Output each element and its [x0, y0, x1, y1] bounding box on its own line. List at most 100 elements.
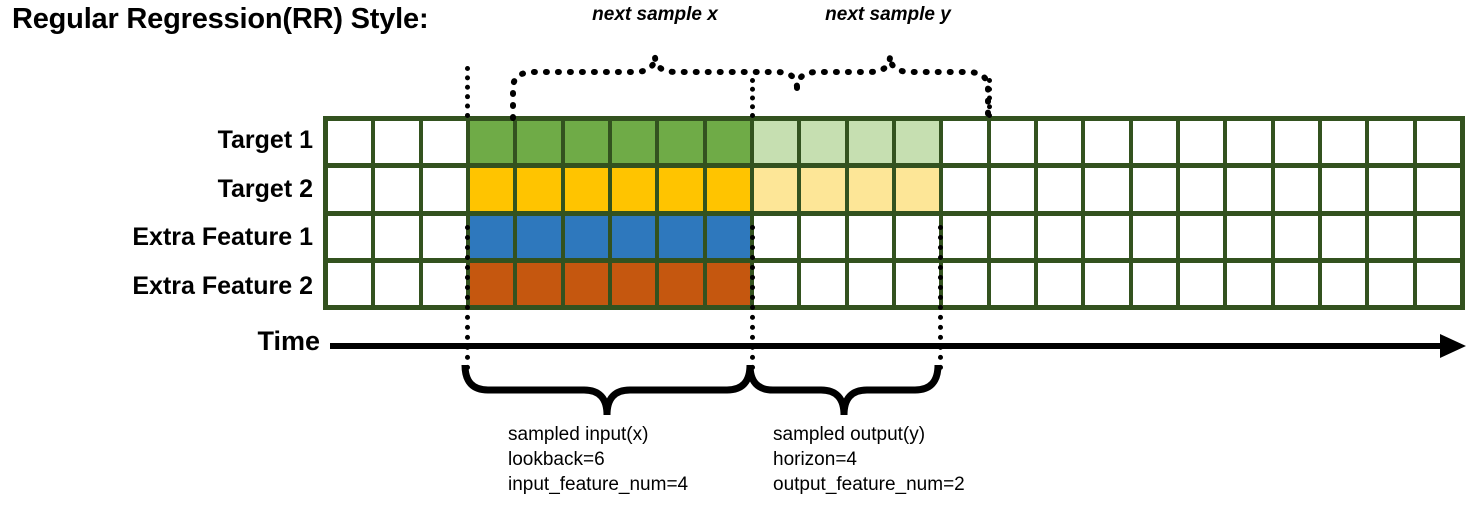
grid-cell [659, 262, 703, 305]
grid-cell [1179, 215, 1224, 258]
grid-cell [1321, 121, 1366, 164]
grid-cell [990, 262, 1034, 305]
grid-cell [517, 262, 561, 305]
grid-cell [564, 262, 608, 305]
caption-input-line-3: input_feature_num=4 [508, 474, 689, 495]
grid-cell [990, 168, 1034, 211]
grid-cell [611, 262, 656, 305]
grid-cell [1085, 215, 1129, 258]
grid-row-target-2 [328, 168, 1460, 211]
grid-cell [895, 168, 940, 211]
row-label-extra-feature-1: Extra Feature 1 [132, 223, 313, 251]
timeline-grid [323, 116, 1465, 310]
grid-cell [753, 215, 798, 258]
grid-cell [848, 215, 892, 258]
grid-cell [1132, 262, 1176, 305]
grid-cell [375, 168, 419, 211]
grid-cell [517, 168, 561, 211]
row-label-column: Target 1 Target 2 Extra Feature 1 Extra … [0, 116, 313, 310]
grid-row-extra-feature-2 [328, 262, 1460, 305]
guide-line-input-end-top [750, 78, 755, 118]
grid-cell [1274, 215, 1318, 258]
grid-cell [1227, 262, 1271, 305]
grid-cell [611, 168, 656, 211]
caption-sampled-output: sampled output(y) horizon=4 output_featu… [773, 422, 965, 497]
grid-cell [801, 262, 845, 305]
caption-output-line-2: horizon=4 [773, 449, 857, 470]
time-axis-arrow-icon [1440, 334, 1466, 358]
grid-cell [1416, 262, 1460, 305]
grid-cell [990, 121, 1034, 164]
grid-cell [943, 168, 987, 211]
grid-cell [1085, 168, 1129, 211]
grid-cell [375, 121, 419, 164]
row-label-extra-feature-2: Extra Feature 2 [132, 271, 313, 300]
grid-cell [1037, 262, 1082, 305]
grid-cell [1369, 262, 1413, 305]
grid-cell [1321, 168, 1366, 211]
grid-cell [1416, 121, 1460, 164]
row-label-target-1: Target 1 [217, 126, 313, 154]
guide-line-input-start [465, 66, 470, 118]
guide-line-input-start-lower [465, 225, 470, 370]
grid-cell [1416, 168, 1460, 211]
page-title: Regular Regression(RR) Style: [12, 3, 429, 35]
grid-cell [1179, 262, 1224, 305]
guide-line-input-end-lower [750, 225, 755, 370]
grid-cell [1274, 121, 1318, 164]
grid-cell [1132, 168, 1176, 211]
grid-cell [1227, 215, 1271, 258]
grid-cell [753, 121, 798, 164]
guide-line-output-end-top [987, 78, 992, 118]
grid-cell [328, 168, 372, 211]
grid-cell [659, 121, 703, 164]
grid-cell [659, 168, 703, 211]
brace-sampled-output [746, 364, 942, 416]
grid-cell [422, 121, 466, 164]
grid-cell [1416, 215, 1460, 258]
grid-cell [1369, 215, 1413, 258]
annotation-next-sample-x: next sample x [592, 4, 718, 25]
row-label-target-2: Target 2 [217, 174, 313, 203]
grid-cell [328, 262, 372, 305]
grid-cell [422, 215, 466, 258]
time-axis-line [330, 343, 1448, 349]
grid-cell [990, 215, 1034, 258]
grid-cell [1227, 121, 1271, 164]
grid-cell [1132, 121, 1176, 164]
guide-line-output-end-lower [938, 225, 943, 370]
grid-cell [1369, 121, 1413, 164]
caption-output-line-3: output_feature_num=2 [773, 474, 965, 495]
grid-cell [422, 262, 466, 305]
grid-cell [517, 215, 561, 258]
grid-cell [611, 215, 656, 258]
brace-next-sample-y [794, 55, 991, 121]
grid-cell [1369, 168, 1413, 211]
grid-cell [895, 262, 940, 305]
grid-cell [328, 215, 372, 258]
grid-cell [753, 168, 798, 211]
caption-input-line-2: lookback=6 [508, 449, 605, 470]
grid-cell [706, 215, 750, 258]
grid-cell [753, 262, 798, 305]
grid-cell [1085, 262, 1129, 305]
grid-cell [1179, 168, 1224, 211]
grid-cell [517, 121, 561, 164]
grid-cell [706, 168, 750, 211]
annotation-next-sample-y: next sample y [825, 4, 951, 25]
grid-cell [1132, 215, 1176, 258]
brace-sampled-input [461, 364, 754, 416]
grid-cell [564, 121, 608, 164]
grid-cell [943, 121, 987, 164]
grid-cell [1085, 121, 1129, 164]
grid-cell [1274, 168, 1318, 211]
grid-cell [564, 168, 608, 211]
grid-cell [801, 215, 845, 258]
grid-cell [706, 121, 750, 164]
grid-cell [848, 121, 892, 164]
grid-cell [1321, 215, 1366, 258]
grid-cell [469, 215, 514, 258]
time-axis-label: Time [257, 326, 320, 356]
grid-cell [801, 168, 845, 211]
